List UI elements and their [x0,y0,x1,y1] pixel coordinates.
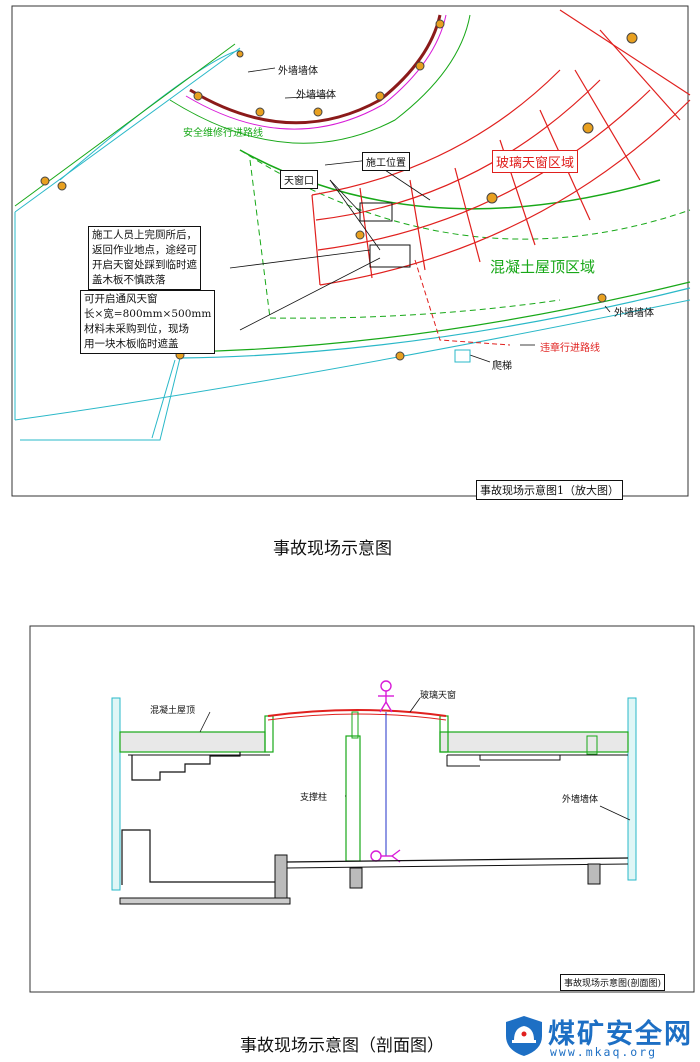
logo-url: www.mkaq.org [550,1045,658,1059]
label-violation-route: 违章行进路线 [540,343,600,354]
accident-note-fall: 施工人员上完厕所后， 返回作业地点，途经可 开启天窗处踩到临时遮 盖木板不慎跌落 [88,226,201,290]
label-safe-route: 安全维修行进路线 [183,128,263,139]
label-outer-wall: 外墙墙体 [562,795,599,805]
figure1-title-box: 事故现场示意图1（放大图） [476,480,623,500]
site-logo[interactable]: 煤矿安全网 www.mkaq.org [502,1012,698,1062]
figure1-plan: 外墙墙体 外墙墙体 安全维修行进路线 施工位置 天窗口 玻璃天窗区域 混凝土屋顶… [0,0,700,510]
logo-title: 煤矿安全网 [548,1019,693,1050]
label-construction-position: 施工位置 [362,152,410,171]
label-skylight-opening: 天窗口 [280,170,318,189]
label-concrete-roof-area: 混凝土屋顶区域 [490,258,596,276]
label-ladder: 爬梯 [492,361,512,372]
figure1-caption: 事故现场示意图 [273,539,392,559]
accident-note-vent-skylight: 可开启通风天窗 长×宽=800mm×500mm 材料未采购到位，现场 用一块木板… [80,290,216,354]
figure2-caption: 事故现场示意图（剖面图） [240,1036,444,1056]
label-outer-wall-2: 外墙墙体 [296,90,336,101]
label-glass-skylight-area: 玻璃天窗区域 [492,150,579,173]
label-outer-wall-1: 外墙墙体 [278,66,318,77]
label-support-column: 支撑柱 [300,793,328,803]
figure2-title-box: 事故现场示意图(剖面图) [560,974,666,991]
section-drawing [29,625,695,993]
figure2-section: 混凝土屋顶 玻璃天窗 支撑柱 外墙墙体 事故现场示意图(剖面图) [0,620,700,1000]
label-outer-wall-3: 外墙墙体 [614,308,654,319]
helmet-shield-icon [506,1016,542,1056]
label-concrete-roof: 混凝土屋顶 [150,706,196,716]
label-glass-skylight: 玻璃天窗 [420,691,457,701]
